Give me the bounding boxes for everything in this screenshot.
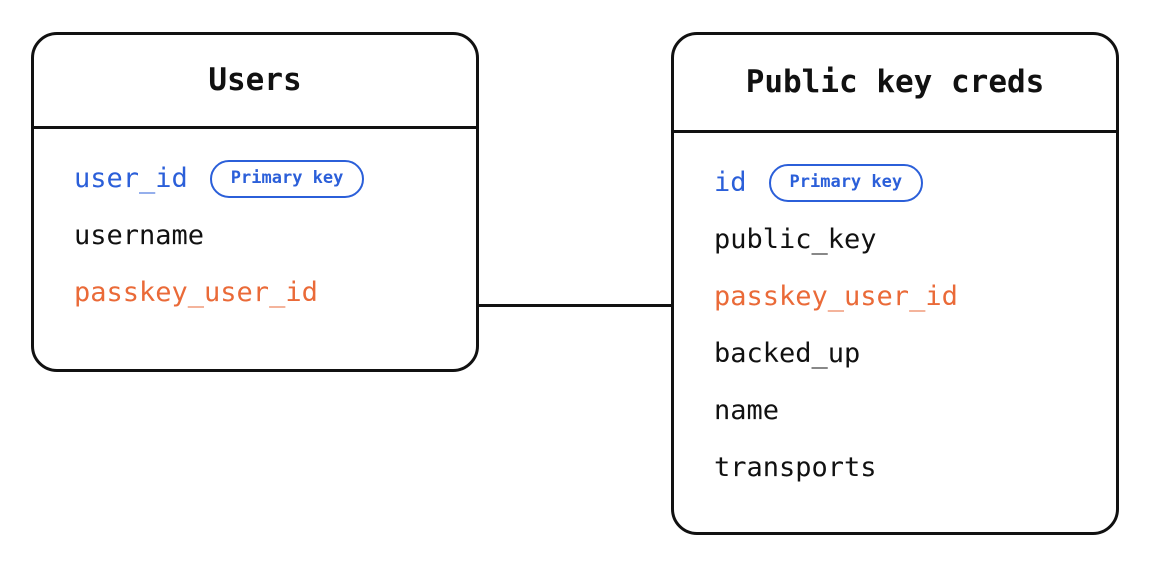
field-name-username: username: [74, 220, 205, 251]
entity-users[interactable]: Users user_id Primary key username passk…: [31, 32, 479, 372]
field-name-public-key: public_key: [714, 224, 877, 255]
entity-users-header: Users: [34, 35, 476, 129]
field-row[interactable]: backed_up: [714, 325, 1116, 382]
field-row[interactable]: name: [714, 382, 1116, 439]
primary-key-badge: Primary key: [768, 163, 924, 202]
field-name-id: id: [714, 167, 747, 198]
entity-public-key-creds-fields: id Primary key public_key passkey_user_i…: [674, 133, 1116, 496]
relationship-connector-passkey-user-id: [478, 304, 674, 307]
field-row[interactable]: passkey_user_id: [714, 268, 1116, 325]
primary-key-badge: Primary key: [209, 159, 365, 198]
field-row[interactable]: public_key: [714, 211, 1116, 268]
field-row[interactable]: user_id Primary key: [74, 150, 476, 207]
field-row[interactable]: passkey_user_id: [74, 264, 476, 321]
field-name-user-id: user_id: [74, 163, 188, 194]
field-row[interactable]: transports: [714, 439, 1116, 496]
field-name-name: name: [714, 395, 780, 426]
field-row[interactable]: id Primary key: [714, 154, 1116, 211]
field-name-passkey-user-id: passkey_user_id: [74, 277, 318, 308]
entity-public-key-creds-title: Public key creds: [745, 64, 1045, 100]
entity-users-fields: user_id Primary key username passkey_use…: [34, 129, 476, 321]
field-name-transports: transports: [714, 452, 877, 483]
field-row[interactable]: username: [74, 207, 476, 264]
entity-users-title: Users: [208, 62, 302, 98]
entity-public-key-creds-header: Public key creds: [674, 35, 1116, 133]
field-name-backed-up: backed_up: [714, 338, 861, 369]
field-name-passkey-user-id: passkey_user_id: [714, 281, 958, 312]
entity-public-key-creds[interactable]: Public key creds id Primary key public_k…: [671, 32, 1119, 535]
